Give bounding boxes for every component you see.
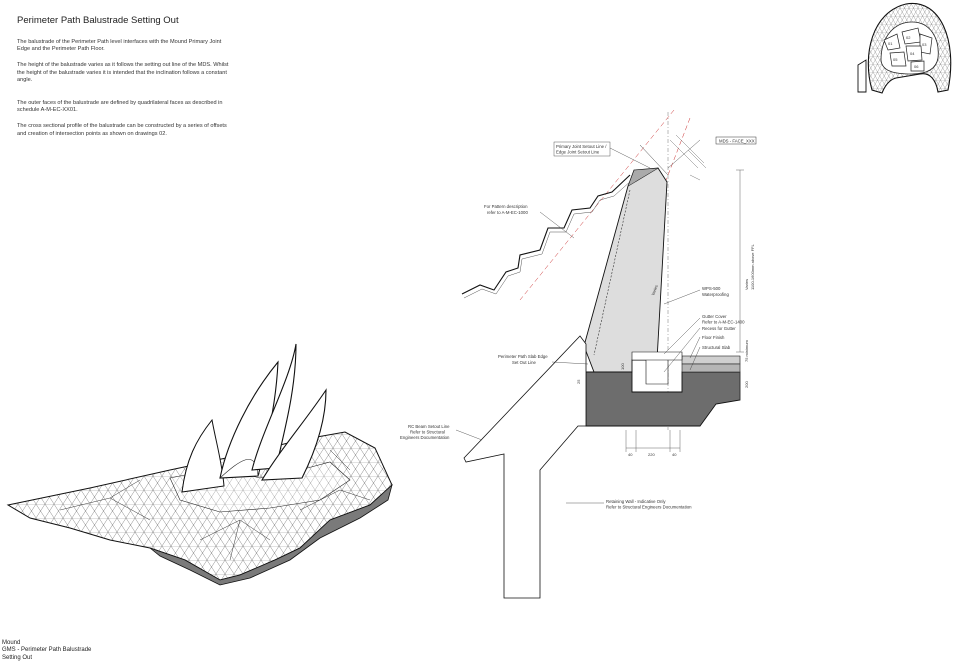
pattern-note-2: refer to A-M-EC-1000 [487, 210, 528, 215]
title-block: Mound GMS - Perimeter Path Balustrade Se… [2, 640, 91, 662]
dim-75-minimum: 75 minimum [744, 340, 749, 362]
spire-front [260, 388, 327, 481]
drawing-package: GMS - Perimeter Path Balustrade [2, 647, 92, 654]
structural-slab-label: Structural Slab [702, 345, 731, 350]
zone-06: 06 [914, 64, 919, 69]
zone-05: 05 [893, 57, 898, 62]
dim-40-left: 40 [628, 452, 633, 457]
spire-left [181, 418, 225, 493]
project-name: Mound [2, 640, 21, 646]
edge-joint-label: Edge Joint Setout Line [556, 150, 600, 155]
zone-01: 01 [888, 41, 893, 46]
gutter-cover-1: Gutter Cover [702, 314, 727, 319]
rc-beam-label-2: Refer to Structural [410, 430, 445, 435]
dim-100: 100 [620, 363, 625, 370]
rc-beam-label-3: Engineers Documentation [400, 435, 450, 440]
mound-shadow [149, 483, 393, 586]
rc-beam-label-1: RC Beam Setout Line [408, 424, 450, 429]
pattern-note-1: For Pattern description [484, 204, 528, 209]
spire-right [251, 343, 297, 471]
height-note-1: Varies [744, 279, 749, 290]
note-3: The outer faces of the balustrade are de… [17, 100, 223, 114]
gutter-cover-2: Refer to A-M-EC-1400 [702, 320, 745, 325]
varies-label: Varies [650, 284, 658, 296]
drawing-subject: Setting Out [2, 654, 33, 661]
note-4: The cross sectional profile of the balus… [17, 123, 227, 137]
recess-label: Recess for Gutter [702, 326, 736, 331]
balustrade-section: Varies 1100-1600mm above FFL 75 minimum … [400, 109, 757, 599]
slab-edge-label-1: Perimeter Path Slab Edge [498, 354, 548, 359]
dim-25: 25 [576, 379, 581, 384]
slab-edge-label-2: Set Out Line [512, 360, 536, 365]
primary-joint-label: Primary Joint Setout Line / [556, 144, 607, 149]
wps-label-2: Waterproofing [702, 292, 729, 297]
floor-finish-label: Floor Finish [702, 335, 725, 340]
zone-02: 02 [906, 35, 911, 40]
retaining-wall-label-1: Retaining Wall - Indicative Only [606, 499, 666, 504]
height-note-2: 1100-1600mm above FFL [750, 243, 755, 290]
key-plan-zones: 01 02 03 04 05 06 [883, 27, 933, 72]
mound-axonometric [6, 343, 393, 586]
dim-200: 200 [744, 381, 749, 388]
retaining-wall [463, 335, 587, 599]
note-2: The height of the balustrade varies as i… [17, 62, 229, 83]
wps-label-1: WPS-500 [702, 286, 721, 291]
zone-03: 03 [922, 42, 927, 47]
cladding-profile [461, 174, 631, 295]
general-notes: The balustrade of the Perimeter Path lev… [17, 39, 232, 147]
zone-04: 04 [910, 51, 915, 56]
sheet-title: Perimeter Path Balustrade Setting Out [17, 15, 179, 26]
dim-220: 220 [648, 452, 655, 457]
mds-face-label: MDS - FACE_XXX [719, 139, 755, 144]
key-plan: 01 02 03 04 05 06 [857, 2, 952, 94]
retaining-wall-label-2: Refer to Structural Engineers Documentat… [606, 505, 692, 510]
dim-40-right: 40 [672, 452, 677, 457]
note-1: The balustrade of the Perimeter Path lev… [17, 39, 222, 53]
